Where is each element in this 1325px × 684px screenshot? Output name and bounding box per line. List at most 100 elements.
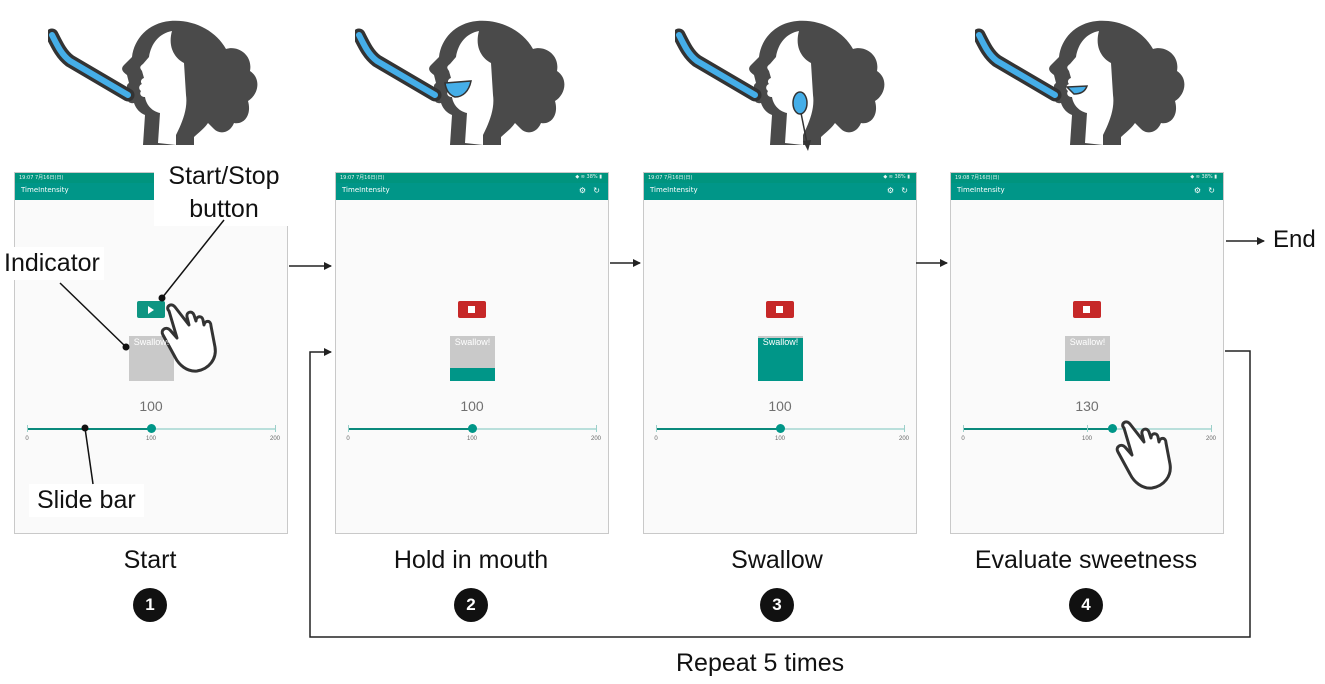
slider-mid-label: 100 [1081,436,1093,442]
swallow-indicator: Swallow! [129,336,174,381]
start-button[interactable] [137,301,165,318]
slide-bar-active-track [27,428,151,430]
slider-min-label: 0 [346,436,350,442]
slider-max-label: 200 [898,436,910,442]
stop-button[interactable] [458,301,486,318]
intensity-value: 100 [139,398,163,414]
stop-button[interactable] [1073,301,1101,318]
status-bar: 19:08 7月16日(日) ◆ ≋ 38% ▮ [951,173,1223,183]
refresh-icon[interactable]: ↻ [1208,186,1215,195]
app-screenshot-1: 19:07 7月16日(日) ◆ ≋ 38% ▮ TimeIntensity ⚙… [14,172,288,534]
slider-min-label: 0 [961,436,965,442]
status-time: 19:07 7月16日(日) [19,175,64,181]
step-number-badge: 3 [760,588,794,622]
slider-max-label: 200 [269,436,281,442]
step-number-badge: 4 [1069,588,1103,622]
indicator-label: Swallow! [133,337,170,347]
tube-liquid [976,32,1058,98]
app-bar: TimeIntensity ⚙ ↻ [644,183,916,200]
slide-bar-active-track [656,428,780,430]
face-area [1066,31,1114,145]
status-time: 19:07 7月16日(日) [340,175,385,181]
app-bar: TimeIntensity ⚙ ↻ [336,183,608,200]
slider-thumb[interactable] [468,424,477,433]
refresh-icon[interactable]: ↻ [593,186,600,195]
slider-thumb[interactable] [1107,424,1117,433]
slide-bar[interactable]: 0 100 200 [346,424,601,442]
slider-tick [275,425,276,432]
app-title: TimeIntensity [650,186,698,194]
swallow-indicator: Swallow! [1065,336,1110,381]
app-title: TimeIntensity [957,186,1005,194]
face-area [446,31,494,145]
app-screenshot-2: 19:07 7月16日(日) ◆ ≋ 38% ▮ TimeIntensity ⚙… [335,172,609,534]
intensity-value: 130 [1075,398,1099,414]
slider-thumb[interactable] [776,424,785,433]
app-title: TimeIntensity [21,186,69,194]
status-indicators: ◆ ≋ 38% ▮ [883,174,910,180]
head-profile-icon [975,20,1185,145]
face-area [139,31,187,145]
start-stop-callout: Start/Stop button [154,160,294,226]
status-time: 19:08 7月16日(日) [955,175,1000,181]
settings-gear-icon[interactable]: ⚙ [886,186,894,195]
slider-max-label: 200 [1205,436,1217,442]
slider-tick [963,425,964,432]
bolus-small [1065,85,1089,95]
indicator-label: Swallow! [454,337,491,347]
slide-bar[interactable]: 0 100 200 [654,424,909,442]
intensity-value: 100 [768,398,792,414]
slide-bar[interactable]: 0 100 200 [961,424,1216,442]
slider-tick [596,425,597,432]
status-bar: 19:07 7月16日(日) ◆ ≋ 38% ▮ [644,173,916,183]
slider-min-label: 0 [25,436,29,442]
play-icon [148,306,154,314]
settings-gear-icon[interactable]: ⚙ [578,186,586,195]
settings-gear-icon[interactable]: ⚙ [1193,186,1201,195]
slider-tick [348,425,349,432]
status-indicators: ◆ ≋ 38% ▮ [1190,174,1217,180]
tube-liquid [676,32,758,98]
app-screenshot-4: 19:08 7月16日(日) ◆ ≋ 38% ▮ TimeIntensity ⚙… [950,172,1224,534]
slide-bar-callout: Slide bar [29,484,144,517]
slider-thumb[interactable] [147,424,156,433]
stop-button[interactable] [766,301,794,318]
start-stop-callout-line2: button [189,195,259,223]
indicator-fill [450,368,495,381]
slider-max-label: 200 [590,436,602,442]
slider-mid-label: 100 [774,436,786,442]
swallow-indicator: Swallow! [758,336,803,381]
indicator-label: Swallow! [762,337,799,347]
slider-tick [656,425,657,432]
slider-tick [904,425,905,432]
indicator-label: Swallow! [1069,337,1106,347]
repeat-label: Repeat 5 times [676,649,845,677]
slider-tick [27,425,28,432]
status-indicators: ◆ ≋ 38% ▮ [575,174,602,180]
intensity-value: 100 [460,398,484,414]
head-profile-icon [48,20,258,145]
refresh-icon[interactable]: ↻ [901,186,908,195]
step-label: Hold in mouth [393,546,549,574]
slide-bar-active-track [963,428,1112,430]
tube-liquid [49,32,131,98]
app-bar: TimeIntensity ⚙ ↻ [951,183,1223,200]
step-label: Start [123,546,177,574]
step-number-badge: 1 [133,588,167,622]
head-profile-icon [355,20,565,145]
slider-min-label: 0 [654,436,658,442]
step-label: Evaluate sweetness [974,546,1198,574]
slide-bar[interactable]: 0 100 200 [25,424,280,442]
slider-tick [1211,425,1212,432]
indicator-callout: Indicator [4,247,104,280]
start-stop-callout-line1: Start/Stop [168,162,280,190]
status-bar: 19:07 7月16日(日) ◆ ≋ 38% ▮ [336,173,608,183]
step-number-badge: 2 [454,588,488,622]
status-time: 19:07 7月16日(日) [648,175,693,181]
stop-icon [468,306,475,313]
swallow-indicator: Swallow! [450,336,495,381]
end-label: End [1273,226,1316,253]
slider-mid-label: 100 [145,436,157,442]
indicator-fill [1065,360,1110,381]
step-label: Swallow [731,546,823,574]
